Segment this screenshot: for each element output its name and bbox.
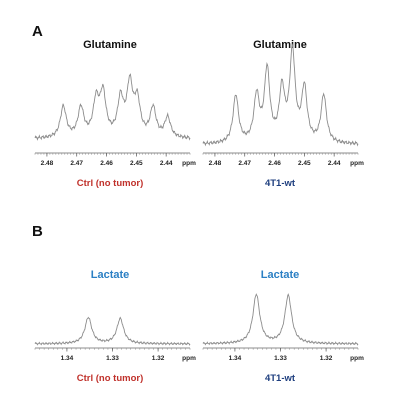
x-unit-label: ppm: [182, 355, 196, 362]
x-tick-label: 2.48: [41, 160, 54, 167]
x-tick-label: 2.46: [100, 160, 113, 167]
x-tick-label: 2.47: [70, 160, 83, 167]
spectrum-sample-label: 4T1-wt: [265, 178, 296, 189]
x-tick-label: 1.34: [229, 355, 242, 362]
spectrum-title: Glutamine: [83, 39, 137, 51]
spectrum-line: [202, 43, 359, 147]
spectrum-line: [202, 293, 359, 346]
x-unit-label: ppm: [350, 355, 364, 362]
x-tick-label: 2.45: [298, 160, 311, 167]
x-tick-label: 2.47: [238, 160, 251, 167]
x-unit-label: ppm: [350, 160, 364, 167]
x-tick-label: 2.44: [328, 160, 341, 167]
x-tick-label: 2.48: [209, 160, 222, 167]
spectrum-title: Lactate: [91, 269, 130, 281]
spectrum-sample-label: 4T1-wt: [265, 373, 296, 384]
panel-letter-a: A: [32, 23, 43, 40]
x-tick-label: 1.32: [320, 355, 333, 362]
spectrum-line: [34, 73, 191, 141]
spectrum-sample-label: Ctrl (no tumor): [77, 178, 144, 189]
x-tick-label: 1.33: [106, 355, 119, 362]
x-tick-label: 2.45: [130, 160, 143, 167]
x-tick-label: 1.32: [152, 355, 165, 362]
x-tick-label: 1.33: [274, 355, 287, 362]
x-tick-label: 1.34: [61, 355, 74, 362]
x-tick-label: 2.44: [160, 160, 173, 167]
spectrum-sample-label: Ctrl (no tumor): [77, 373, 144, 384]
spectrum-3: Lactate 1.34 1.33 1.32 ppm 4T1-wt: [202, 269, 364, 384]
spectrum-1: Glutamine 2.48 2.47 2.46 2.45 2.44 ppm 4T1-wt: [202, 39, 364, 189]
x-tick-label: 2.46: [268, 160, 281, 167]
spectrum-line: [34, 316, 191, 346]
spectrum-title: Lactate: [261, 269, 300, 281]
x-unit-label: ppm: [182, 160, 196, 167]
spectrum-title: Glutamine: [253, 39, 307, 51]
panel-letter-b: B: [32, 223, 43, 240]
